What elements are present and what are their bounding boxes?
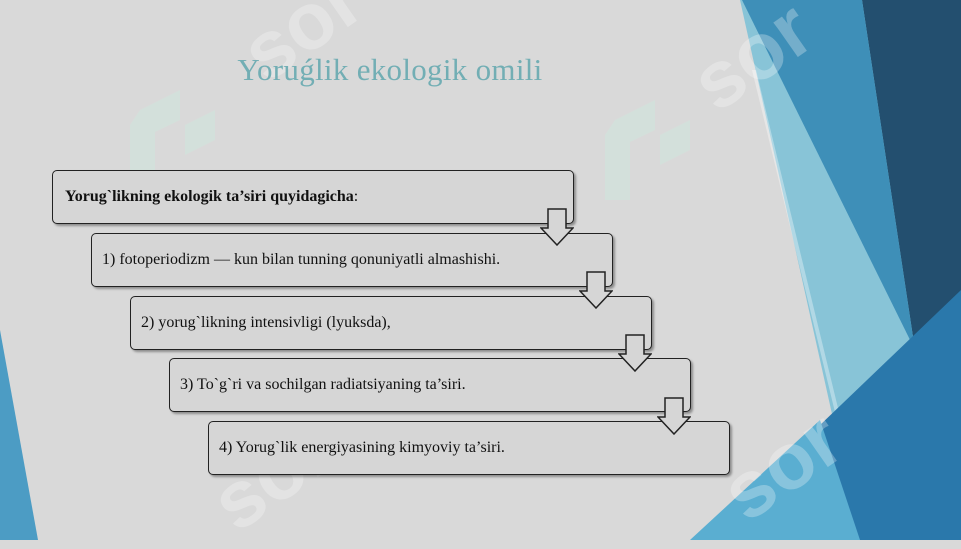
- diagram-header-colon: :: [353, 188, 359, 205]
- step-box-1: 1) fotoperiodizm — kun bilan tunning qon…: [91, 233, 613, 287]
- diagram-header-box: Yorug`likning ekologik ta’siri quyidagic…: [52, 170, 574, 224]
- down-arrow-icon: [540, 208, 574, 246]
- step-box-3: 3) To`g`ri va sochilgan radiatsiyaning t…: [169, 358, 691, 412]
- step-text-2: 2) yorug`likning intensivligi (lyuksda),: [141, 314, 391, 331]
- down-arrow-icon: [579, 271, 613, 309]
- step-box-2: 2) yorug`likning intensivligi (lyuksda),: [130, 296, 652, 350]
- step-box-4: 4) Yorug`lik energiyasining kimyoviy ta’…: [208, 421, 730, 475]
- down-arrow-icon: [657, 397, 691, 435]
- diagram-header-text: Yorug`likning ekologik ta’siri quyidagic…: [65, 188, 354, 205]
- facet-left-bottom: [0, 330, 38, 540]
- watermark-logo-icon: [130, 90, 215, 190]
- facet-right-dark: [862, 0, 961, 355]
- facet-bottom-right-light: [690, 420, 860, 540]
- watermark-logo-icon: [605, 100, 690, 200]
- slide-title: Yoruǵlik ekologik omili: [237, 52, 543, 87]
- down-arrow-icon: [618, 334, 652, 372]
- step-text-1: 1) fotoperiodizm — kun bilan tunning qon…: [102, 251, 501, 268]
- facet-right-mid: [742, 0, 915, 350]
- step-text-3: 3) To`g`ri va sochilgan radiatsiyaning t…: [180, 376, 466, 393]
- step-text-4: 4) Yorug`lik energiyasining kimyoviy ta’…: [219, 439, 505, 456]
